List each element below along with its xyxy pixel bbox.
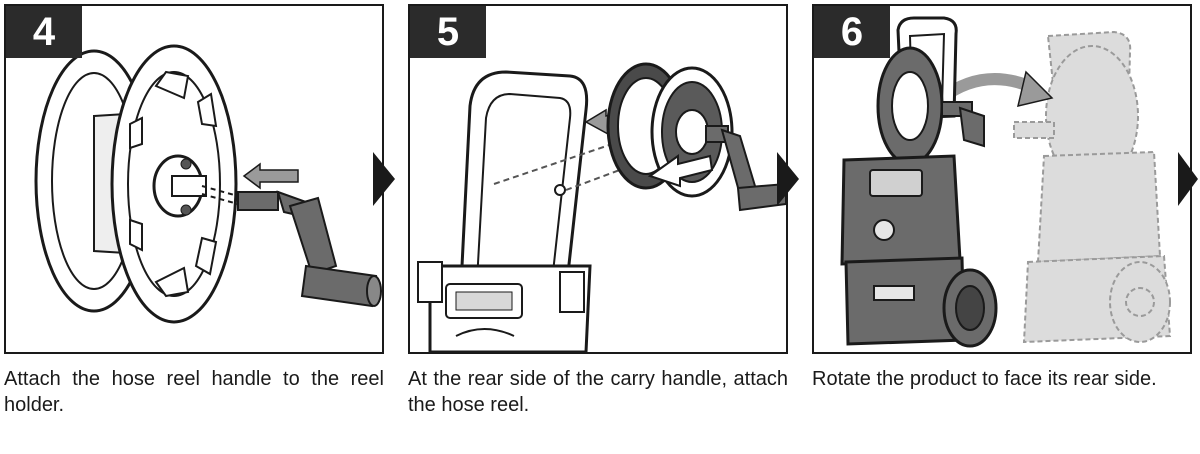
step-4-badge: 4 — [6, 6, 82, 58]
step-5-badge: 5 — [410, 6, 486, 58]
step-5-caption: At the rear side of the carry handle, at… — [408, 368, 788, 416]
rotate-product-illustration — [840, 16, 1172, 348]
next-step-arrow — [373, 152, 395, 206]
step-6-panel: 6 — [812, 4, 1192, 354]
step-6-caption: Rotate the product to face its rear side… — [812, 368, 1157, 390]
step-6-badge: 6 — [814, 6, 890, 58]
next-step-arrow — [1178, 152, 1198, 206]
next-step-arrow — [777, 152, 799, 206]
hose-reel-handle-illustration — [34, 44, 382, 324]
step-4-caption: Attach the hose reel handle to the reel … — [4, 368, 384, 416]
step-4-panel: 4 — [4, 4, 384, 354]
step-5-panel: 5 — [408, 4, 788, 354]
carry-handle-reel-illustration — [417, 62, 786, 352]
